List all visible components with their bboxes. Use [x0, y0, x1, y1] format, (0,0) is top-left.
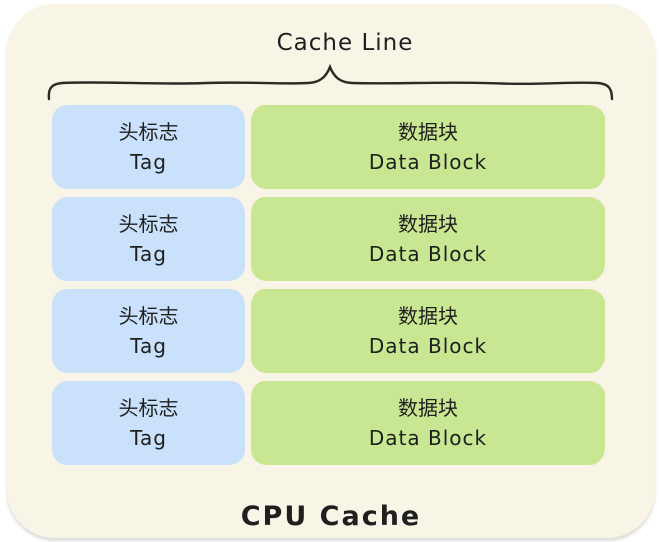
tag-label-en: Tag: [130, 150, 167, 174]
tag-label-cn: 头标志: [118, 212, 179, 236]
brace-icon: [47, 63, 614, 101]
data-block-label-en: Data Block: [368, 334, 488, 358]
tag-box: 头标志 Tag: [52, 105, 245, 189]
tag-box: 头标志 Tag: [52, 289, 245, 373]
cache-line-row: 头标志 Tag 数据块 Data Block: [52, 197, 605, 281]
tag-box: 头标志 Tag: [52, 381, 245, 465]
cpu-cache-label: CPU Cache: [240, 501, 422, 532]
tag-label-en: Tag: [130, 242, 167, 266]
tag-label-cn: 头标志: [118, 304, 179, 328]
tag-label-cn: 头标志: [118, 120, 179, 144]
data-block-label-en: Data Block: [368, 150, 488, 174]
tag-label-en: Tag: [130, 334, 167, 358]
data-block-label-cn: 数据块: [398, 120, 458, 144]
tag-label-en: Tag: [130, 426, 167, 450]
data-block-label-cn: 数据块: [398, 304, 458, 328]
cache-line-row: 头标志 Tag 数据块 Data Block: [52, 105, 605, 189]
cache-line-row: 头标志 Tag 数据块 Data Block: [52, 381, 605, 465]
data-block-label-cn: 数据块: [398, 396, 458, 420]
data-block-box: 数据块 Data Block: [251, 105, 605, 189]
data-block-box: 数据块 Data Block: [251, 381, 605, 465]
data-block-box: 数据块 Data Block: [251, 197, 605, 281]
cache-line-title: Cache Line: [276, 30, 414, 56]
data-block-label-cn: 数据块: [398, 212, 458, 236]
cache-line-row: 头标志 Tag 数据块 Data Block: [52, 289, 605, 373]
tag-label-cn: 头标志: [118, 396, 179, 420]
cache-rows: 头标志 Tag 数据块 Data Block 头标志 Tag 数据块 Data …: [52, 105, 605, 465]
data-block-label-en: Data Block: [368, 426, 488, 450]
data-block-box: 数据块 Data Block: [251, 289, 605, 373]
data-block-label-en: Data Block: [368, 242, 488, 266]
tag-box: 头标志 Tag: [52, 197, 245, 281]
